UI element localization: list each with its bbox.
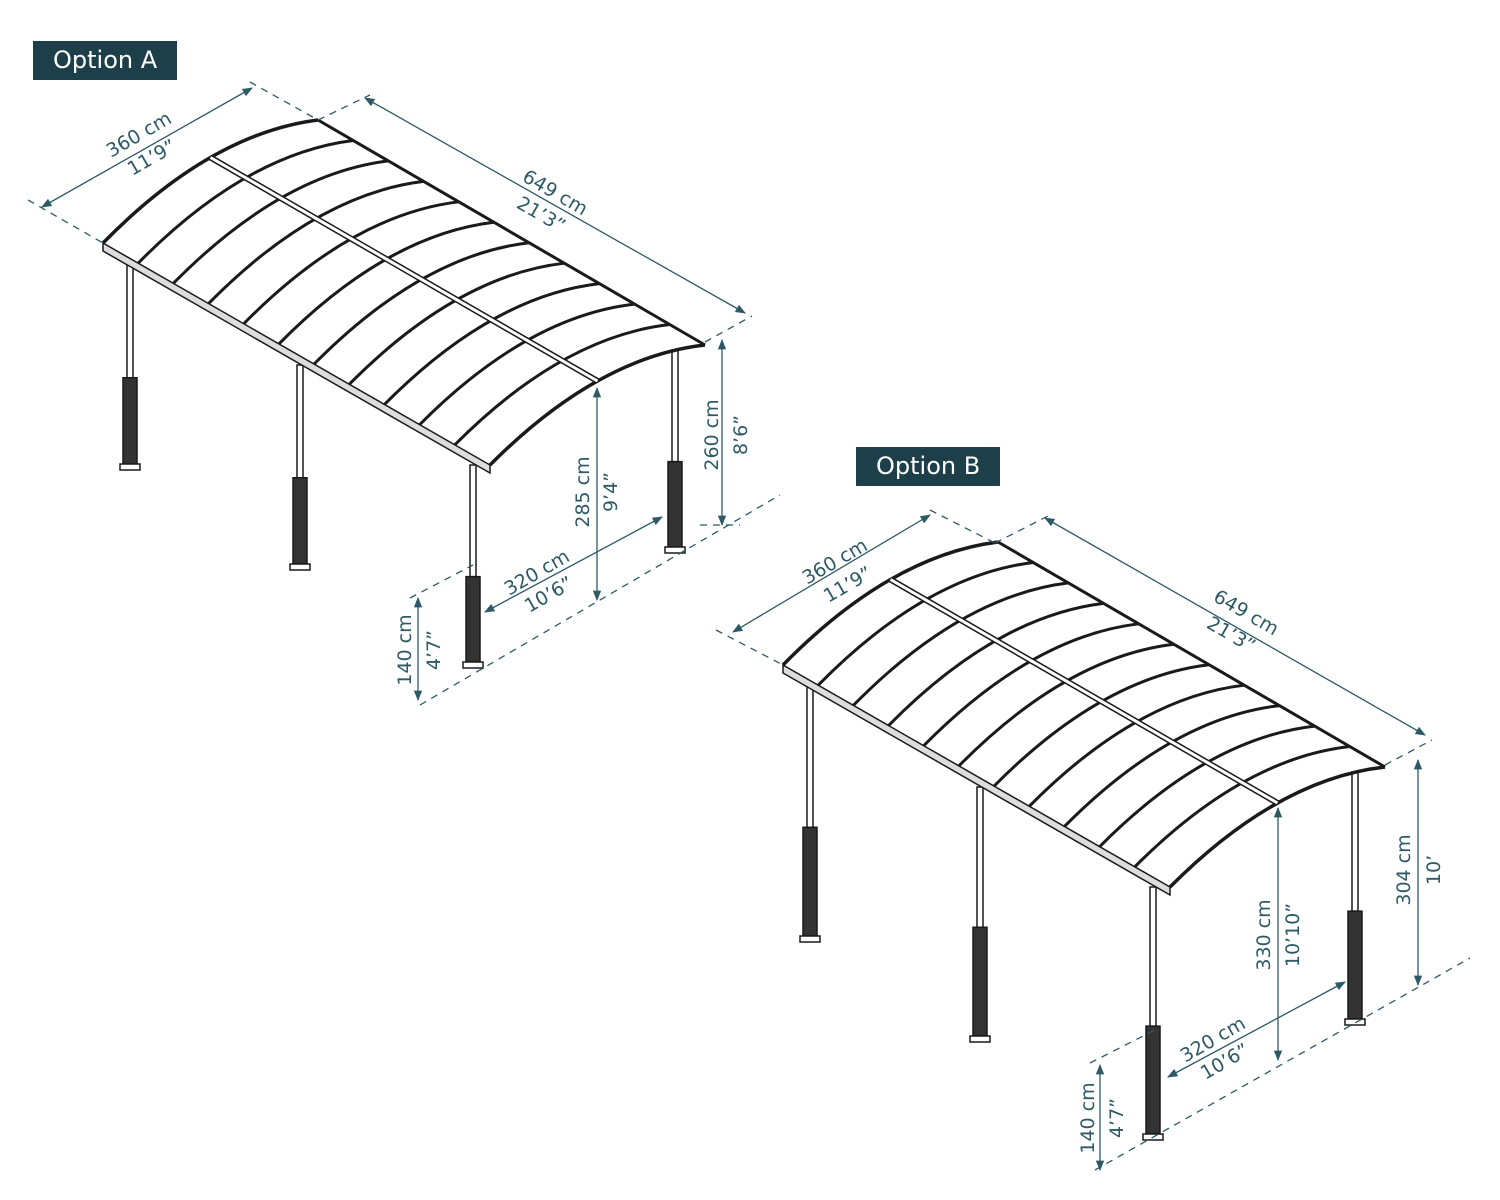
a-front-height-cm: 285 cm [572, 456, 594, 527]
roof-rafter [172, 159, 389, 285]
extension-line [317, 94, 371, 121]
post-base [462, 661, 484, 669]
roof-rafter [887, 601, 1104, 727]
extension-line [715, 629, 784, 666]
extension-line [409, 564, 474, 599]
post [296, 364, 304, 479]
roof-rafter [957, 642, 1175, 767]
dimension-arrow [1044, 517, 1426, 736]
post-pedestal [1347, 910, 1363, 1020]
a-pedestal-cm: 140 cm [394, 614, 416, 685]
roof-front-beam [782, 663, 1171, 897]
roof-rafter [852, 581, 1069, 707]
a-back-height-cm: 260 cm [701, 399, 723, 470]
option-b-label: Option B [856, 447, 1001, 486]
extension-line [27, 199, 104, 244]
dimension-arrow [41, 87, 253, 208]
dimension-arrow [1167, 981, 1346, 1078]
roof-rafter [1133, 745, 1350, 868]
post-pedestal [122, 377, 138, 465]
post [806, 686, 814, 828]
post [1149, 886, 1157, 1027]
post [469, 464, 477, 578]
extension-line [249, 81, 319, 121]
carport-option-a [101, 118, 706, 669]
roof-rafter [1098, 724, 1315, 848]
roof-rafter [313, 241, 530, 366]
roof-rafter [1063, 704, 1280, 828]
roof-rafter [348, 261, 565, 386]
carport-option-b [781, 540, 1386, 1141]
post [976, 786, 984, 928]
option-a-label: Option A [33, 41, 178, 80]
b-pedestal-ft: 4’7” [1106, 1098, 1128, 1138]
roof-rafter [383, 282, 600, 406]
post-base [1344, 1018, 1366, 1026]
post-base [799, 935, 821, 943]
post-pedestal [802, 826, 818, 937]
post [671, 349, 679, 463]
roof-rafter [277, 220, 495, 345]
dimension-arrow [732, 514, 931, 633]
roof-rafter [207, 179, 424, 305]
post-pedestal [972, 926, 988, 1037]
a-front-height-ft: 9’4” [600, 472, 622, 512]
roof-rafter [1028, 683, 1245, 808]
post-pedestal [465, 575, 481, 663]
post-base [119, 463, 141, 471]
roof-rafter [922, 622, 1139, 747]
roof-ridge-highlight [889, 578, 1279, 805]
extension-line [419, 494, 781, 706]
roof-rafter [242, 200, 459, 325]
post [1351, 771, 1359, 912]
roof-rafter [418, 302, 635, 426]
post-pedestal [292, 477, 308, 565]
b-pedestal-cm: 140 cm [1077, 1082, 1099, 1153]
extension-line [1384, 739, 1433, 766]
roof-front-beam [102, 241, 491, 475]
extension-line [1094, 957, 1471, 1171]
post-pedestal [667, 460, 683, 548]
post-base [664, 546, 686, 554]
b-front-height-cm: 330 cm [1253, 899, 1275, 970]
a-back-height-ft: 8’6” [730, 415, 752, 455]
dimension-lines [27, 81, 1471, 1172]
post-base [969, 1035, 991, 1043]
extension-line [994, 515, 1049, 544]
roof-rafter [993, 663, 1210, 788]
extension-line [929, 509, 996, 544]
extension-line [704, 315, 753, 343]
roof-rafter [453, 323, 670, 446]
post [126, 264, 134, 379]
b-front-height-ft: 10’10” [1282, 903, 1304, 967]
dimension-arrow [364, 97, 746, 314]
b-back-height-cm: 304 cm [1393, 834, 1415, 905]
b-back-height-ft: 10’ [1423, 855, 1445, 885]
dimension-arrow [484, 516, 663, 613]
a-pedestal-ft: 4’7” [423, 630, 445, 670]
post-pedestal [1145, 1025, 1161, 1135]
post-base [289, 563, 311, 571]
